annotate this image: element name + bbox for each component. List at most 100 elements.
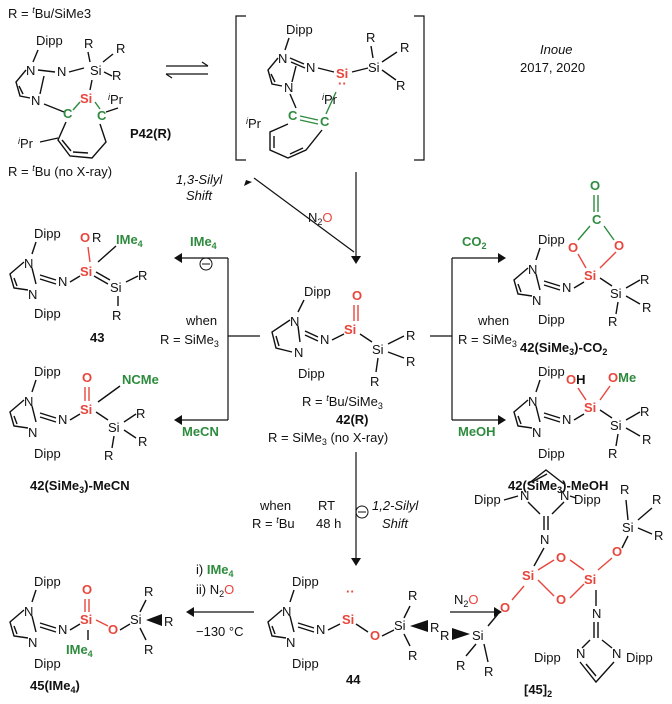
silyl12-line2: Shift bbox=[382, 516, 409, 531]
d-n2: N bbox=[560, 488, 569, 503]
step-i: i) IMe4 bbox=[196, 562, 234, 579]
label-42: 42(R) bbox=[336, 412, 369, 427]
c45-n-exo: N bbox=[58, 622, 67, 637]
p42-n1: N bbox=[26, 63, 35, 78]
meoh-oh: OH bbox=[566, 372, 586, 387]
c45-r2: R bbox=[164, 614, 173, 629]
c45-n1: N bbox=[24, 604, 33, 619]
mecn-n1: N bbox=[24, 394, 33, 409]
d-si-silyl-l: Si bbox=[472, 628, 484, 643]
meoh-si: Si bbox=[584, 400, 596, 415]
label-43: 43 bbox=[90, 330, 104, 345]
c42-r-def1: R = tBu/SiMe3 bbox=[302, 393, 383, 411]
arrow-to-45-dimer: N2O bbox=[450, 592, 502, 617]
mecn-dipp1: Dipp bbox=[34, 364, 61, 379]
d-si-silyl-r: Si bbox=[622, 520, 634, 535]
d-o-left: O bbox=[500, 600, 510, 615]
p42-ipr1: iPr bbox=[108, 92, 124, 107]
reagent-meoh: MeOH bbox=[458, 424, 496, 439]
co2-dipp1: Dipp bbox=[538, 232, 565, 247]
c43-r1: R bbox=[138, 268, 147, 283]
label-42-meoh: 42(SiMe3)-MeOH bbox=[508, 478, 608, 495]
c44-n-exo: N bbox=[316, 622, 325, 637]
meoh-r2: R bbox=[642, 432, 651, 447]
c42-r1: R bbox=[406, 328, 415, 343]
meoh-r3: R bbox=[608, 446, 617, 461]
d-n1: N bbox=[520, 488, 529, 503]
arrow-to-45: i) IMe4 ii) N2O −130 °C bbox=[186, 562, 254, 639]
d-o-top: O bbox=[556, 550, 566, 565]
d-dipp4: Dipp bbox=[626, 650, 653, 665]
silyl13-line2: Shift bbox=[186, 188, 213, 203]
c44-n2: N bbox=[286, 635, 295, 650]
p42-n2: N bbox=[31, 93, 40, 108]
d-r2: R bbox=[652, 492, 661, 507]
d-n3: N bbox=[576, 646, 585, 661]
mecn-si: Si bbox=[80, 402, 92, 417]
structure-44: Dipp N N Dipp N Si ·· O Si R R R 44 bbox=[267, 574, 439, 687]
step-ii: ii) N2O bbox=[196, 582, 234, 599]
c44-lone-pair: ·· bbox=[346, 584, 355, 599]
int-n1: N bbox=[278, 51, 287, 66]
d-dipp2: Dipp bbox=[574, 492, 601, 507]
co2-o2: O bbox=[614, 238, 624, 253]
c45-dipp1: Dipp bbox=[34, 574, 61, 589]
co2-si: Si bbox=[584, 268, 596, 283]
d-n4: N bbox=[612, 646, 621, 661]
mecn-o: O bbox=[82, 370, 92, 385]
reagent-co2: CO2 bbox=[462, 234, 487, 251]
d-dipp1: Dipp bbox=[474, 492, 501, 507]
mecn-dipp2: Dipp bbox=[34, 446, 61, 461]
c43-r-o: R bbox=[92, 230, 101, 245]
d-o-right: O bbox=[612, 544, 622, 559]
structure-45-dimer: N N Dipp Dipp N Si O O Si O Si R R R O S… bbox=[440, 469, 663, 699]
int-si-center: Si bbox=[336, 66, 348, 81]
mecn-n2: N bbox=[28, 425, 37, 440]
d-si2: Si bbox=[584, 572, 596, 587]
c42-r3: R bbox=[370, 374, 379, 389]
int-ipr2: iPr bbox=[246, 116, 262, 131]
co2-n1: N bbox=[528, 262, 537, 277]
c44-r3: R bbox=[408, 648, 417, 663]
credit-years: 2017, 2020 bbox=[520, 60, 585, 75]
label-p42: P42(R) bbox=[130, 126, 171, 141]
silyl12-line1: 1,2-Silyl bbox=[372, 498, 419, 513]
c43-dipp2: Dipp bbox=[34, 306, 61, 321]
co2-r1: R bbox=[640, 272, 649, 287]
int-c1: C bbox=[288, 108, 298, 123]
co2-dipp2: Dipp bbox=[538, 312, 565, 327]
cond-time: 48 h bbox=[316, 516, 341, 531]
structure-42: Dipp N N Dipp N Si O Si R R R R = tBu/Si… bbox=[268, 284, 415, 447]
structure-42-mecn: Dipp N N Dipp N Si O NCMe Si R R R 42(Si… bbox=[9, 364, 159, 495]
co2-n2: N bbox=[532, 293, 541, 308]
left-branch-arrows: IMe4 MeCN when R = SiMe3 1,3-Silyl Shift bbox=[160, 172, 355, 439]
c42-n1: N bbox=[290, 314, 299, 329]
d-o-bottom: O bbox=[556, 592, 566, 607]
p42-c2: C bbox=[97, 108, 107, 123]
c43-n2: N bbox=[28, 287, 37, 302]
c45-dipp2: Dipp bbox=[34, 656, 61, 671]
meoh-r1: R bbox=[640, 404, 649, 419]
when-center: when bbox=[259, 498, 291, 513]
p42-c1: C bbox=[63, 106, 73, 121]
label-42-mecn: 42(SiMe3)-MeCN bbox=[30, 478, 130, 495]
co2-r3: R bbox=[608, 314, 617, 329]
co2-r2: R bbox=[642, 300, 651, 315]
r-tbu-center: R = tBu bbox=[252, 515, 295, 531]
c44-r1: R bbox=[408, 588, 417, 603]
meoh-ome: OMe bbox=[608, 370, 636, 385]
meoh-n1: N bbox=[528, 394, 537, 409]
meoh-n2: N bbox=[532, 425, 541, 440]
d-r5: R bbox=[456, 658, 465, 673]
label-42-co2: 42(SiMe3)-CO2 bbox=[520, 340, 607, 357]
c45-n2: N bbox=[28, 635, 37, 650]
co2-o1: O bbox=[568, 240, 578, 255]
mecn-ncme: NCMe bbox=[122, 372, 159, 387]
p42-r2: R bbox=[116, 41, 125, 56]
mecn-si2: Si bbox=[108, 420, 120, 435]
c44-si2: Si bbox=[394, 618, 406, 633]
c43-dipp1: Dipp bbox=[34, 226, 61, 241]
c42-r-def2: R = SiMe3 (no X-ray) bbox=[268, 430, 388, 447]
